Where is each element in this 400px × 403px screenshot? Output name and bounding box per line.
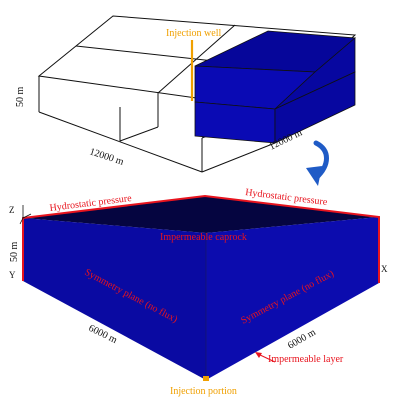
left-front-face — [23, 218, 206, 380]
top-height-label: 50 m — [15, 87, 26, 108]
blue-quarter-block — [194, 30, 356, 144]
axis-z-label: Z — [9, 205, 15, 215]
right-front-face — [206, 217, 379, 380]
caprock-face — [23, 196, 379, 233]
top-grid-box: Injection well 50 m 12000 m 12000 m — [15, 15, 357, 173]
top-width-label: 12000 m — [88, 146, 125, 167]
domain-block — [22, 194, 380, 380]
injection-portion-label: Injection portion — [170, 386, 237, 397]
caprock-label: Impermeable caprock — [160, 232, 247, 243]
impermeable-layer-pointer — [255, 352, 276, 363]
axis-triad-left — [19, 205, 32, 225]
axis-y-label: Y — [9, 270, 16, 280]
axis-x-label: X — [381, 264, 388, 274]
impermeable-layer-label: Impermeable layer — [268, 354, 344, 365]
transition-arrow-icon — [306, 140, 329, 186]
injection-portion-marker — [203, 376, 209, 381]
bottom-height-label: 50 m — [9, 242, 20, 263]
injection-well-label: Injection well — [166, 28, 221, 39]
